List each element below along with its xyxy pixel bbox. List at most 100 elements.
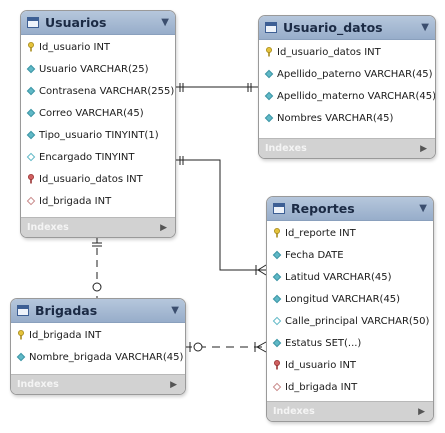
expand-triangle-icon[interactable]: ▶ (420, 143, 427, 154)
column-row[interactable]: Id_brigada INT (21, 190, 175, 212)
indexes-label: Indexes (27, 222, 69, 233)
column-filled-diamond-icon (16, 352, 26, 362)
foreign-key-hollow-icon (26, 196, 36, 206)
table-usuario-datos[interactable]: Usuario_datos ▼ Id_usuario_datos INT Ape… (258, 15, 436, 159)
column-label: Id_usuario INT (285, 359, 357, 371)
column-label: Contrasena VARCHAR(255) (39, 85, 175, 97)
column-label: Id_brigada INT (285, 381, 358, 393)
indexes-bar[interactable]: Indexes ▶ (11, 374, 185, 394)
primary-key-icon (16, 330, 26, 340)
column-row[interactable]: Nombre_brigada VARCHAR(45) (11, 346, 185, 368)
column-filled-diamond-icon (272, 338, 282, 348)
table-header[interactable]: Usuarios ▼ (21, 11, 175, 35)
column-list: Id_reporte INT Fecha DATE Latitud VARCHA… (267, 221, 433, 398)
column-label: Id_usuario_datos INT (277, 46, 381, 58)
column-label: Apellido_materno VARCHAR(45) (277, 90, 436, 102)
column-filled-diamond-icon (26, 86, 36, 96)
table-reportes[interactable]: Reportes ▼ Id_reporte INT Fecha DATE Lat… (266, 196, 434, 422)
column-label: Estatus SET(...) (285, 337, 362, 349)
column-filled-diamond-icon (26, 108, 36, 118)
table-header[interactable]: Usuario_datos ▼ (259, 16, 435, 40)
column-label: Fecha DATE (285, 249, 344, 261)
indexes-label: Indexes (265, 143, 307, 154)
indexes-label: Indexes (17, 379, 59, 390)
rel-reportes-crow2-b (256, 346, 267, 353)
column-row[interactable]: Tipo_usuario TINYINT(1) (21, 124, 175, 146)
column-row[interactable]: Fecha DATE (267, 244, 433, 266)
column-label: Id_usuario_datos INT (39, 173, 143, 185)
rel-reportes-crow2-a (256, 341, 267, 348)
indexes-bar[interactable]: Indexes ▶ (267, 401, 433, 421)
table-header[interactable]: Brigadas ▼ (11, 299, 185, 323)
primary-key-icon (272, 228, 282, 238)
column-row[interactable]: Id_usuario_datos INT (21, 168, 175, 190)
column-row[interactable]: Nombres VARCHAR(45) (259, 107, 435, 129)
column-row[interactable]: Apellido_paterno VARCHAR(45) (259, 63, 435, 85)
column-row[interactable]: Id_reporte INT (267, 222, 433, 244)
foreign-key-icon (26, 174, 36, 184)
column-row[interactable]: Latitud VARCHAR(45) (267, 266, 433, 288)
primary-key-icon (264, 47, 274, 57)
column-list: Id_usuario_datos INT Apellido_paterno VA… (259, 40, 435, 129)
column-row[interactable]: Estatus SET(...) (267, 332, 433, 354)
column-label: Id_reporte INT (285, 227, 356, 239)
column-row[interactable]: Contrasena VARCHAR(255) (21, 80, 175, 102)
column-filled-diamond-icon (264, 113, 274, 123)
table-title: Reportes (291, 201, 355, 216)
indexes-bar[interactable]: Indexes ▶ (21, 217, 175, 237)
collapse-triangle-icon[interactable]: ▼ (421, 22, 429, 33)
rel-usuarios-reportes (174, 159, 266, 271)
column-filled-diamond-icon (264, 91, 274, 101)
expand-triangle-icon[interactable]: ▶ (160, 222, 167, 233)
column-row[interactable]: Calle_principal VARCHAR(50) (267, 310, 433, 332)
column-label: Nombre_brigada VARCHAR(45) (29, 351, 184, 363)
column-label: Id_brigada INT (29, 329, 102, 341)
foreign-key-icon (272, 360, 282, 370)
table-usuarios[interactable]: Usuarios ▼ Id_usuario INT Usuario VARCHA… (20, 10, 176, 238)
column-row[interactable]: Id_usuario INT (267, 354, 433, 376)
collapse-triangle-icon[interactable]: ▼ (419, 203, 427, 214)
column-row[interactable]: Usuario VARCHAR(25) (21, 58, 175, 80)
column-row[interactable]: Id_usuario_datos INT (259, 41, 435, 63)
column-hollow-diamond-icon (272, 316, 282, 326)
column-list: Id_brigada INT Nombre_brigada VARCHAR(45… (11, 323, 185, 368)
table-icon (273, 203, 285, 214)
column-label: Latitud VARCHAR(45) (285, 271, 392, 283)
table-icon (17, 305, 29, 316)
indexes-label: Indexes (273, 406, 315, 417)
column-row[interactable]: Id_brigada INT (267, 376, 433, 398)
column-row[interactable]: Correo VARCHAR(45) (21, 102, 175, 124)
table-title: Usuarios (45, 15, 107, 30)
column-row[interactable]: Longitud VARCHAR(45) (267, 288, 433, 310)
expand-triangle-icon[interactable]: ▶ (170, 379, 177, 390)
column-label: Tipo_usuario TINYINT(1) (39, 129, 159, 141)
column-row[interactable]: Id_brigada INT (11, 324, 185, 346)
foreign-key-hollow-icon (272, 382, 282, 392)
rel-reportes-crow-a (257, 264, 267, 271)
column-list: Id_usuario INT Usuario VARCHAR(25) Contr… (21, 35, 175, 212)
column-row[interactable]: Encargado TINYINT (21, 146, 175, 168)
column-label: Usuario VARCHAR(25) (39, 63, 149, 75)
collapse-triangle-icon[interactable]: ▼ (161, 17, 169, 28)
column-row[interactable]: Id_usuario INT (21, 36, 175, 58)
column-filled-diamond-icon (272, 294, 282, 304)
rel-reportes-crow-b (257, 269, 267, 276)
column-filled-diamond-icon (26, 64, 36, 74)
column-label: Id_usuario INT (39, 41, 111, 53)
table-header[interactable]: Reportes ▼ (267, 197, 433, 221)
column-label: Id_brigada INT (39, 195, 112, 207)
table-brigadas[interactable]: Brigadas ▼ Id_brigada INT Nombre_brigada… (10, 298, 186, 395)
expand-triangle-icon[interactable]: ▶ (418, 406, 425, 417)
indexes-bar[interactable]: Indexes ▶ (259, 138, 435, 158)
table-title: Brigadas (35, 303, 98, 318)
column-filled-diamond-icon (272, 250, 282, 260)
collapse-triangle-icon[interactable]: ▼ (171, 305, 179, 316)
column-label: Apellido_paterno VARCHAR(45) (277, 68, 433, 80)
column-label: Longitud VARCHAR(45) (285, 293, 401, 305)
table-icon (265, 22, 277, 33)
column-label: Nombres VARCHAR(45) (277, 112, 394, 124)
rel-brigadas-optional-circle (92, 282, 102, 292)
column-label: Correo VARCHAR(45) (39, 107, 144, 119)
column-row[interactable]: Apellido_materno VARCHAR(45) (259, 85, 435, 107)
